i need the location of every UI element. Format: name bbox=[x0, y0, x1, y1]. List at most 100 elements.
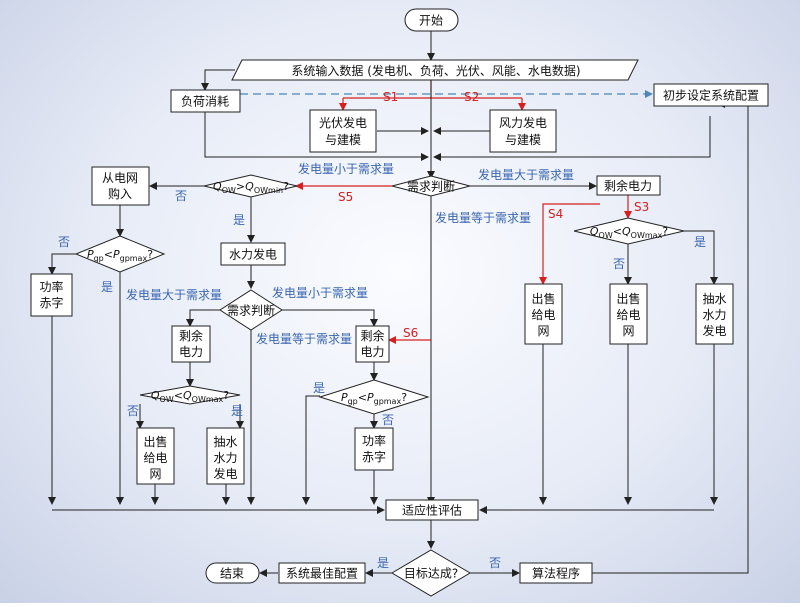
pgp-left-decision: Pgp<Pgpmax? bbox=[74, 235, 166, 273]
yes-label-qow-mid: 是 bbox=[231, 404, 243, 418]
fitness-node: 适应性评估 bbox=[385, 499, 479, 521]
qow-lt-mid-label: QOW<QOWmax? bbox=[151, 389, 229, 404]
sell-grid-r1-label-3: 网 bbox=[537, 324, 549, 338]
pump-right-label-3: 发电 bbox=[702, 323, 726, 338]
init-label: 初步设定系统配置 bbox=[663, 88, 759, 103]
yes-label-qow-right: 是 bbox=[694, 235, 706, 249]
grid-buy-node: 从电网 购入 bbox=[91, 166, 150, 206]
gen-less-label-mid: 发电量小于需求量 bbox=[272, 285, 368, 300]
sell-grid-r2-label-1: 出售 bbox=[616, 291, 640, 306]
load-node: 负荷消耗 bbox=[170, 89, 241, 113]
power-deficit-left-label-2: 赤字 bbox=[39, 295, 63, 310]
step-s1-label: S1 bbox=[383, 90, 398, 104]
demand-judge-label: 需求判断 bbox=[407, 179, 455, 194]
surplus-mid-left-node: 剩余 电力 bbox=[171, 325, 211, 363]
algorithm-node: 算法程序 bbox=[519, 562, 593, 584]
pgp-mid-label: Pgp<Pgpmax? bbox=[341, 391, 407, 406]
wind-label-2: 与建模 bbox=[505, 133, 541, 147]
pgp-left-label: Pgp<Pgpmax? bbox=[87, 248, 153, 263]
sell-grid-left-node: 出售 给电 网 bbox=[136, 427, 175, 485]
start-node: 开始 bbox=[404, 8, 459, 32]
edge-labels: S1 S2 S3 S4 S5 S6 发电量小于需求量 发电量大于需求量 发电量等… bbox=[58, 90, 706, 570]
fitness-label: 适应性评估 bbox=[402, 503, 462, 518]
demand-judge-2-node: 需求判断 bbox=[219, 289, 283, 331]
pump-right-node: 抽水 水力 发电 bbox=[695, 283, 734, 345]
yes-label-qow-gt: 是 bbox=[233, 213, 245, 227]
gen-equal-label-mid: 发电量等于需求量 bbox=[256, 331, 352, 346]
best-config-label: 系统最佳配置 bbox=[286, 567, 358, 581]
demand-judge-2-label: 需求判断 bbox=[227, 303, 275, 318]
no-label-qow-gt: 否 bbox=[175, 189, 187, 203]
power-deficit-mid-label-2: 赤字 bbox=[362, 449, 386, 464]
step-s5-label: S5 bbox=[338, 190, 353, 204]
input-node: 系统输入数据 (发电机、负荷、光伏、风能、水电数据) bbox=[231, 59, 639, 81]
goal-label: 目标达成? bbox=[404, 567, 458, 581]
input-label: 系统输入数据 (发电机、负荷、光伏、风能、水电数据) bbox=[291, 63, 580, 78]
no-label-goal: 否 bbox=[489, 556, 501, 570]
start-label: 开始 bbox=[419, 14, 443, 28]
qow-gt-decision: QOW>QOWmin? bbox=[203, 174, 298, 198]
sell-grid-r1-node: 出售 给电 网 bbox=[524, 283, 563, 345]
pump-right-label-1: 抽水 bbox=[702, 292, 726, 306]
surplus-mid-right-node: 剩余 电力 bbox=[355, 325, 390, 363]
hydro-gen-node: 水力发电 bbox=[220, 242, 286, 266]
load-label: 负荷消耗 bbox=[181, 95, 229, 109]
yes-label-pgp-mid: 是 bbox=[313, 381, 325, 395]
sell-grid-r2-label-2: 给电 bbox=[616, 308, 640, 322]
init-node: 初步设定系统配置 bbox=[653, 83, 769, 107]
hydro-gen-label: 水力发电 bbox=[229, 247, 277, 262]
pv-label-2: 与建模 bbox=[325, 133, 361, 147]
sell-grid-r2-node: 出售 给电 网 bbox=[609, 283, 648, 345]
pump-left-label-3: 发电 bbox=[213, 466, 237, 481]
surplus-mid-right-label-1: 剩余 bbox=[360, 328, 384, 343]
pump-left-label-1: 抽水 bbox=[213, 435, 237, 449]
algorithm-label: 算法程序 bbox=[532, 566, 580, 581]
grid-buy-label-1: 从电网 bbox=[102, 171, 138, 185]
qow-lt-right-decision: QOW<QOWmax? bbox=[573, 217, 685, 245]
surplus-mid-right-label-2: 电力 bbox=[360, 345, 384, 359]
qow-lt-mid-decision: QOW<QOWmax? bbox=[139, 385, 241, 405]
power-deficit-mid-label-1: 功率 bbox=[362, 433, 386, 448]
step-s6-label: S6 bbox=[403, 326, 418, 340]
step-s2-label: S2 bbox=[464, 90, 479, 104]
best-config-node: 系统最佳配置 bbox=[278, 562, 366, 584]
wind-node: 风力发电 与建模 bbox=[489, 109, 557, 153]
grid-buy-label-2: 购入 bbox=[108, 186, 132, 201]
pgp-mid-decision: Pgp<Pgpmax? bbox=[318, 379, 430, 415]
no-label-pgp-mid: 否 bbox=[382, 413, 394, 427]
sell-grid-left-label-2: 给电 bbox=[143, 451, 167, 465]
surplus-mid-left-label-1: 剩余 bbox=[179, 328, 203, 343]
pv-node: 光伏发电 与建模 bbox=[309, 109, 377, 153]
demand-judge-node: 需求判断 bbox=[391, 175, 471, 197]
pump-left-node: 抽水 水力 发电 bbox=[206, 427, 245, 485]
no-label-qow-right: 否 bbox=[613, 257, 625, 271]
pump-left-label-2: 水力 bbox=[213, 451, 237, 465]
no-label-pgp-left: 否 bbox=[58, 235, 70, 249]
sell-grid-r1-label-2: 给电 bbox=[531, 308, 555, 322]
no-label-qow-mid: 否 bbox=[127, 404, 139, 418]
pump-right-label-2: 水力 bbox=[702, 308, 726, 322]
sell-grid-r2-label-3: 网 bbox=[622, 324, 634, 338]
surplus-mid-left-label-2: 电力 bbox=[179, 345, 203, 359]
surplus-right-node: 剩余电力 bbox=[596, 175, 661, 196]
surplus-right-label: 剩余电力 bbox=[604, 178, 652, 193]
end-label: 结束 bbox=[220, 567, 244, 581]
step-s4-label: S4 bbox=[548, 207, 563, 221]
yes-label-pgp-left: 是 bbox=[101, 280, 113, 294]
step-s3-label: S3 bbox=[634, 200, 649, 214]
qow-gt-label: QOW>QOWmin? bbox=[213, 180, 289, 195]
qow-lt-right-label: QOW<QOWmax? bbox=[590, 225, 668, 240]
sell-grid-left-label-1: 出售 bbox=[143, 434, 167, 449]
gen-less-label-top: 发电量小于需求量 bbox=[298, 161, 394, 176]
gen-equal-label-top: 发电量等于需求量 bbox=[435, 210, 531, 225]
goal-decision: 目标达成? bbox=[391, 549, 471, 597]
power-deficit-mid-node: 功率 赤字 bbox=[354, 427, 394, 471]
end-node: 结束 bbox=[205, 562, 260, 584]
sell-grid-r1-label-1: 出售 bbox=[531, 291, 555, 306]
wind-label-1: 风力发电 bbox=[499, 115, 547, 130]
pv-label-1: 光伏发电 bbox=[319, 115, 367, 130]
yes-label-goal: 是 bbox=[377, 556, 389, 570]
power-deficit-left-label-1: 功率 bbox=[39, 279, 63, 294]
